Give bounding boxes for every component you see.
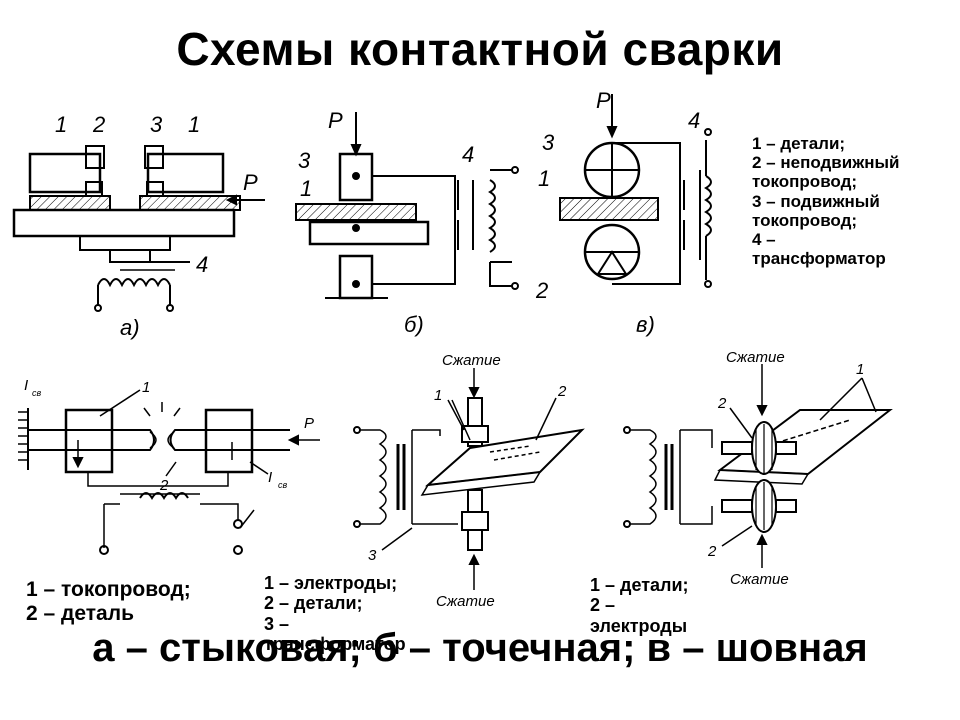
diagram-f-seam-scheme: Сжатие 1 2 2 Сжатие xyxy=(623,349,893,588)
label-a-p: P xyxy=(243,170,258,195)
label-c-2: 2 xyxy=(535,278,548,303)
legend-seam-line: 2 – xyxy=(590,595,616,616)
top-legend-line: токопровод; xyxy=(752,172,858,192)
top-legend-line: 4 – xyxy=(752,230,776,250)
diagram-c-seam-welding: P 3 1 2 4 в) xyxy=(535,88,712,337)
diagram-e-spot-scheme: Сжатие 1 2 3 Сжатие xyxy=(353,352,585,610)
label-b-3: 3 xyxy=(298,148,311,173)
label-e-compress-bottom: Сжатие xyxy=(436,593,495,610)
diagram-b-spot-welding: P 3 1 4 б) xyxy=(295,108,519,337)
label-d-p: P xyxy=(304,415,314,432)
label-c-4: 4 xyxy=(688,108,700,133)
legend-spot: 1 – электроды; 2 – детали; 3 – трансформ… xyxy=(264,573,406,654)
legend-spot-line: трансформатор xyxy=(264,633,406,654)
top-legend-line: трансформатор xyxy=(752,249,886,269)
label-d-1: 1 xyxy=(142,379,150,396)
label-a-letter: а) xyxy=(120,315,140,340)
label-e-3: 3 xyxy=(368,547,377,564)
legend-seam-line: электроды xyxy=(590,615,688,636)
label-f-compress-bottom: Сжатие xyxy=(730,571,789,588)
legend-spot-line: 1 – электроды; xyxy=(264,573,398,593)
top-legend: 1 – детали; 2 – неподвижный токопровод; … xyxy=(752,134,900,268)
label-b-p: P xyxy=(328,108,343,133)
label-f-1: 1 xyxy=(856,361,864,378)
diagram-d-butt-scheme: I св 1 P 2 I св xyxy=(18,377,320,555)
legend-seam: 1 – детали; 2 – электроды xyxy=(590,575,689,636)
label-d-2: 2 xyxy=(159,477,169,494)
label-a-2: 2 xyxy=(92,112,105,137)
page-title: Схемы контактной сварки xyxy=(176,23,784,75)
legend-spot-line: 2 – детали; xyxy=(264,593,363,614)
label-c-1: 1 xyxy=(538,166,550,191)
label-b-1: 1 xyxy=(300,176,312,201)
top-legend-line: 1 – детали; xyxy=(752,134,846,153)
top-legend-line: 3 – подвижный xyxy=(752,191,880,211)
label-d-i: I xyxy=(24,377,28,394)
label-f-2-top: 2 xyxy=(717,395,727,412)
label-d-sv2: св xyxy=(278,480,288,490)
label-e-compress-top: Сжатие xyxy=(442,352,501,369)
label-a-4: 4 xyxy=(196,252,208,277)
legend-spot-line: 3 – xyxy=(264,613,290,634)
label-c-letter: в) xyxy=(636,312,655,337)
label-f-compress-top: Сжатие xyxy=(726,349,785,366)
label-e-1: 1 xyxy=(434,387,442,404)
legend-butt: 1 – токопровод; 2 – деталь xyxy=(26,578,191,626)
label-e-2: 2 xyxy=(557,383,567,400)
label-c-p: P xyxy=(596,88,611,113)
label-b-4: 4 xyxy=(462,142,474,167)
label-c-3: 3 xyxy=(542,130,555,155)
figure-caption: а – стыковая; б – точечная; в – шовная xyxy=(92,626,868,670)
label-a-1: 1 xyxy=(55,112,67,137)
top-legend-line: токопровод; xyxy=(752,210,858,230)
legend-seam-line: 1 – детали; xyxy=(590,575,689,595)
label-f-2-bottom: 2 xyxy=(707,543,717,560)
diagram-a-butt-welding: 1 2 3 1 P 4 а) xyxy=(12,112,265,340)
label-d-sv: св xyxy=(32,388,42,398)
top-legend-line: 2 – неподвижный xyxy=(752,153,900,173)
label-a-1b: 1 xyxy=(188,112,200,137)
label-a-3: 3 xyxy=(150,112,163,137)
legend-butt-line: 2 – деталь xyxy=(26,602,134,626)
label-d-i2: I xyxy=(268,469,272,486)
label-b-letter: б) xyxy=(404,312,424,337)
legend-butt-line: 1 – токопровод; xyxy=(26,578,191,601)
